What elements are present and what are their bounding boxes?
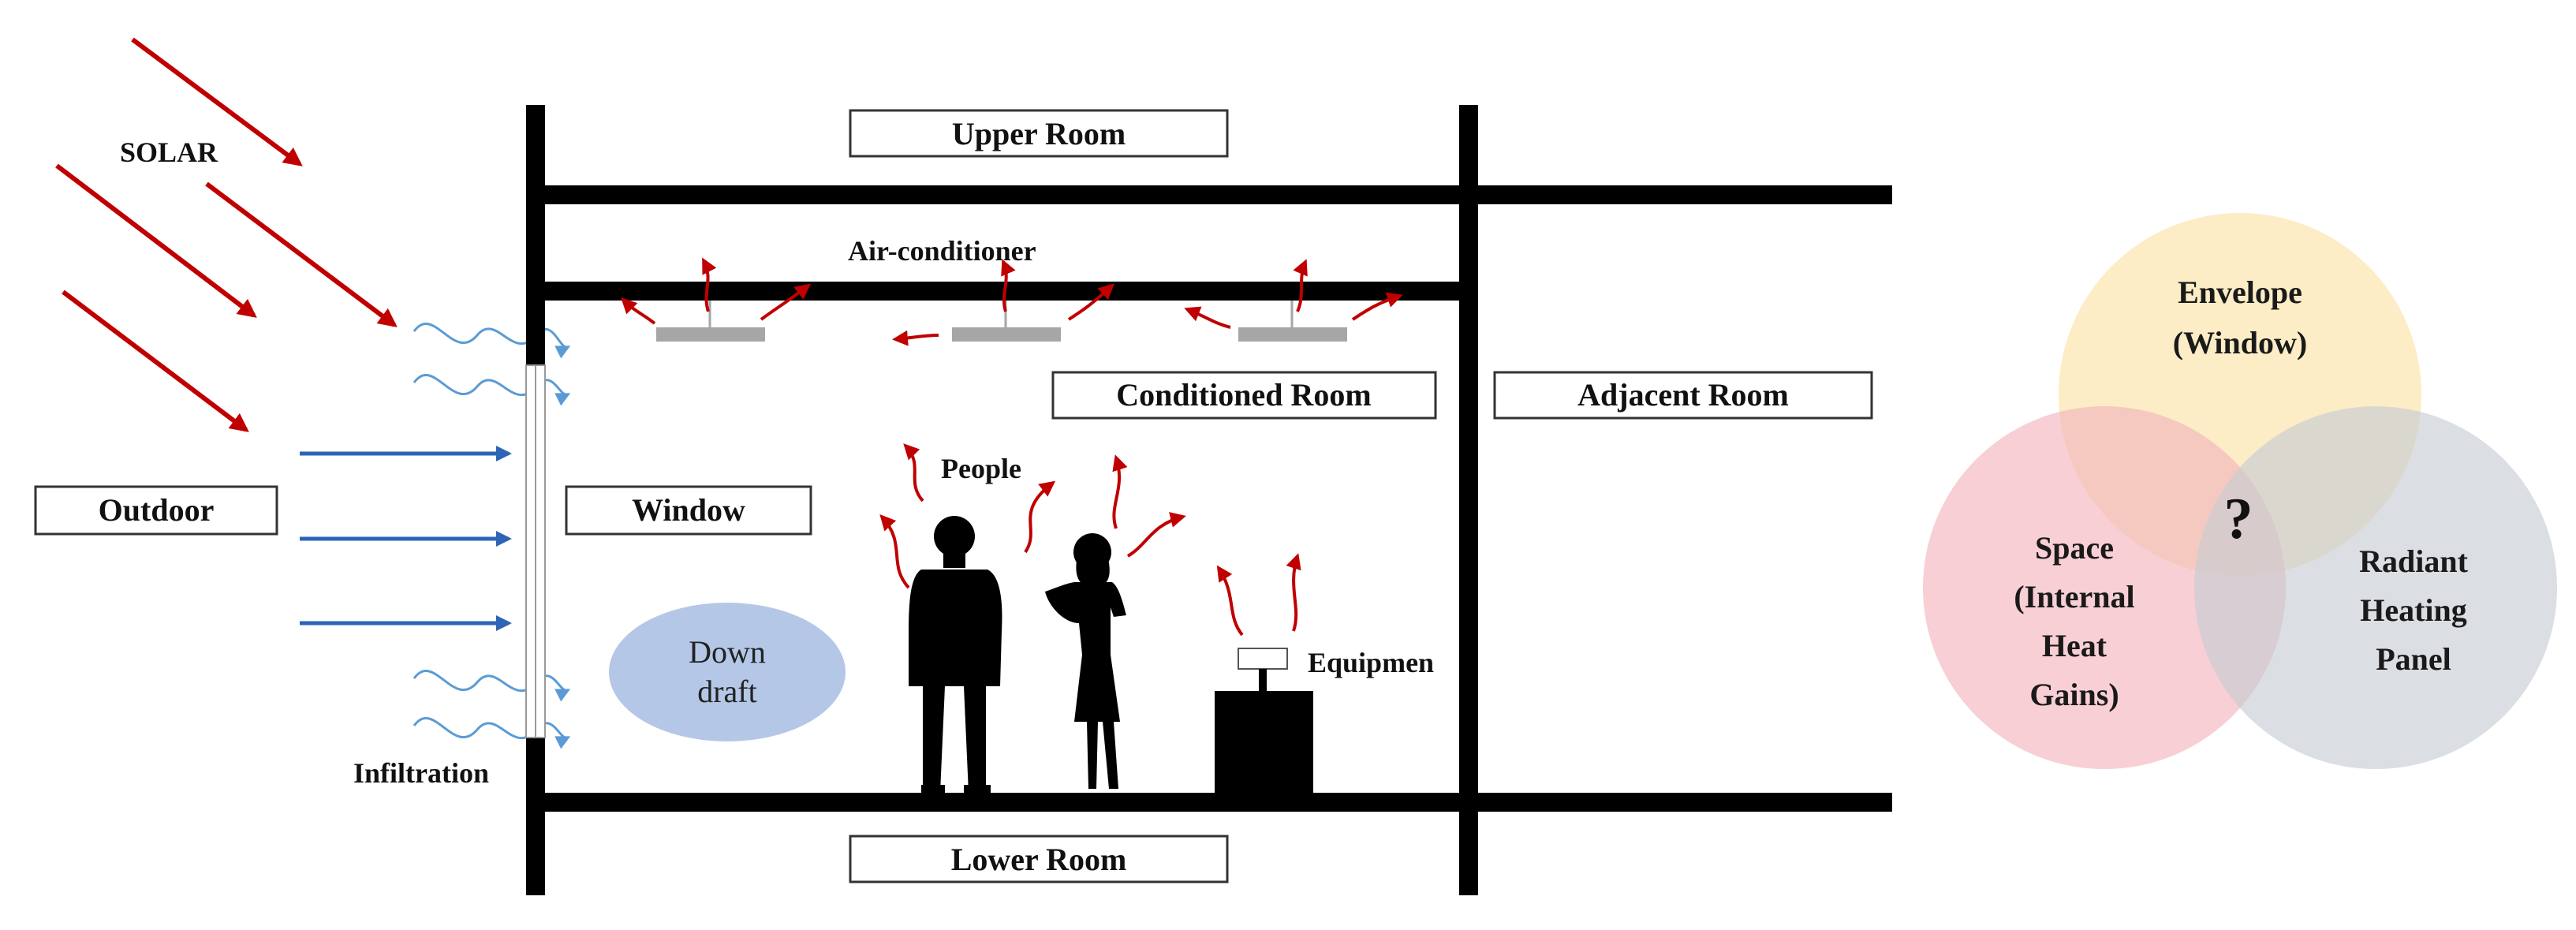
heat-arrow [1286,553,1301,632]
downdraft-label-line1: Down [689,634,766,670]
infiltration-wave [413,717,571,749]
upper-room-label: Upper Room [952,116,1126,151]
heat-arrow [903,443,924,502]
solar-label: SOLAR [120,136,218,168]
outdoor-heat-arrows [300,446,512,631]
heat-arrow [1067,283,1114,321]
venn-envelope-line1: Envelope [2178,275,2302,310]
conditioned-room-box [1051,371,1437,420]
heat-arrow [1293,259,1308,312]
person-silhouette-man [909,516,1002,794]
equipment-monitor [1238,648,1288,670]
venn-radiant-line2: Heating [2360,592,2467,628]
adjacent-room-box [1493,371,1873,420]
equipment-label: Equipmen [1308,647,1434,678]
venn-diagram: Envelope (Window) Space (Internal Heat G… [1923,213,2557,769]
ac-unit [656,327,765,342]
upper-slab [526,185,1892,204]
air-conditioner-units [656,301,1347,342]
downdraft-ellipse [609,603,846,741]
equipment-stand [1259,669,1267,691]
ac-unit [952,327,1061,342]
venn-space-line3: Heat [2042,628,2107,663]
venn-radiant-line3: Panel [2376,641,2451,677]
equipment-heat-arrows [1216,553,1301,637]
heat-arrow [760,283,812,321]
heat-arrow [892,330,939,346]
solar-arrow [62,289,249,432]
heat-arrow [1001,259,1016,312]
ac-heat-arrows [621,257,1403,346]
people-heat-arrows [879,443,1186,589]
heat-arrow [1126,512,1186,558]
adjacent-room-label: Adjacent Room [1577,377,1789,413]
heat-arrow [1112,454,1128,529]
venn-intersection-question: ? [2224,487,2253,551]
heat-arrow [1184,306,1231,329]
solar-arrow [131,37,303,166]
window-box [565,485,812,536]
conditioned-room-label: Conditioned Room [1116,377,1371,413]
left-wall-top [526,105,545,365]
venn-circle-radiant [2194,406,2557,769]
upper-room-box [849,109,1229,158]
infiltration-waves [413,323,571,749]
venn-radiant-line1: Radiant [2359,543,2468,579]
middle-wall [1459,105,1478,895]
heat-arrow [702,257,717,312]
venn-space-line1: Space [2035,530,2114,566]
heat-arrow [621,297,656,325]
infiltration-wave [413,670,571,702]
person-silhouette-woman [1045,533,1126,789]
solar-arrow [55,163,257,318]
heat-arrow [1351,292,1403,321]
building-structure [525,105,1892,895]
window-label: Window [632,492,745,528]
venn-circle-space [1923,406,2286,769]
venn-space-line2: (Internal [2014,579,2134,614]
floor-slab [526,793,1892,812]
downdraft-label-line2: draft [697,674,757,709]
heat-arrow [1024,480,1056,554]
outdoor-box [34,485,278,536]
equipment-desk [1215,691,1313,794]
ac-unit [1238,327,1347,342]
heat-arrow [1216,565,1244,637]
solar-radiation-arrows [55,37,398,432]
ceiling-slab [526,282,1478,301]
venn-envelope-line2: (Window) [2173,325,2307,360]
people-label: People [941,453,1021,484]
outdoor-label: Outdoor [99,492,215,528]
heat-arrow [879,514,910,589]
infiltration-label: Infiltration [353,757,489,789]
lower-room-box [849,835,1229,883]
lower-room-label: Lower Room [951,842,1127,877]
air-conditioner-label: Air-conditioner [848,235,1036,267]
infiltration-wave [413,323,571,359]
venn-space-line4: Gains) [2029,677,2119,712]
infiltration-wave [413,374,571,406]
solar-arrow [205,181,398,327]
left-wall-bottom [526,738,545,895]
